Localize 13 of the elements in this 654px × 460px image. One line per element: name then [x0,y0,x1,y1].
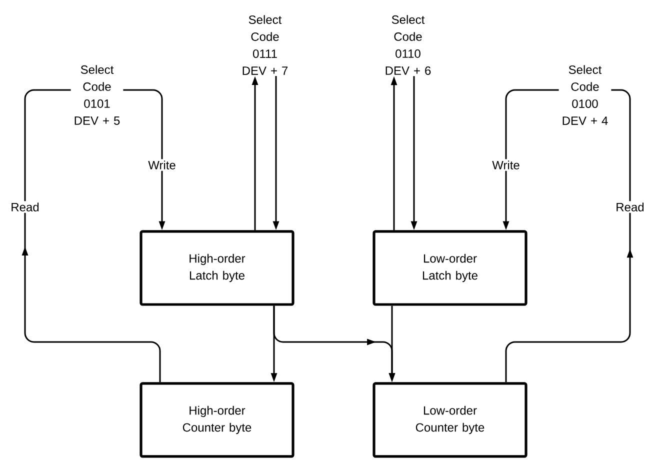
register-box: Low-order Counter byte [372,382,528,458]
edge-label: Read [12,202,39,212]
register-box: Low-order Latch byte [372,230,528,306]
arrow [22,89,161,382]
edge-label: Write [492,160,520,170]
register-box: High-order Counter byte [140,382,294,458]
select-code-label: Select Code 0100 DEV + 4 [562,65,608,125]
select-code-label: Select Code 0101 DEV + 5 [74,65,120,125]
register-box: High-order Latch byte [140,230,294,306]
edge-label: Write [148,160,176,170]
select-code-label: Select Code 0110 DEV + 6 [386,15,431,75]
select-code-label: Select Code 0111 DEV + 7 [242,15,288,75]
edge-label: Read [616,202,644,212]
